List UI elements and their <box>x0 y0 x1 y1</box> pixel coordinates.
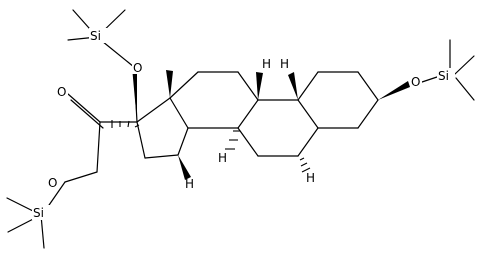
wedge-bond <box>178 155 191 180</box>
bond <box>144 154 179 159</box>
atom-label: O <box>48 176 57 190</box>
atom-label: H <box>185 177 194 191</box>
atom-label: Si <box>90 29 101 43</box>
bond <box>297 71 319 101</box>
bond <box>136 121 146 159</box>
bond <box>454 55 475 75</box>
atom-label: Si <box>33 206 44 220</box>
atom-label: O <box>57 85 66 99</box>
atom-label: O <box>411 75 420 89</box>
hash-bond <box>127 120 130 128</box>
wedge-bond <box>288 72 298 100</box>
bond <box>297 99 319 129</box>
bond <box>46 181 66 209</box>
bond <box>136 97 171 123</box>
bond <box>169 71 199 99</box>
atom-label: H <box>262 57 271 71</box>
bond-lines <box>6 9 475 249</box>
wedge-bond <box>166 70 173 98</box>
wedge-bond <box>256 72 263 100</box>
wedge-bond <box>132 67 137 122</box>
wedge-bond <box>378 81 410 100</box>
atom-label: O <box>133 61 142 75</box>
bond <box>40 214 45 249</box>
bond <box>237 127 259 157</box>
bond <box>237 71 259 101</box>
bond <box>177 127 189 156</box>
bond <box>237 99 259 129</box>
atom-label: H <box>218 151 227 165</box>
bond <box>64 171 98 183</box>
wedge-bonds <box>132 67 410 180</box>
bond <box>357 99 379 129</box>
atom-labels: Si O O O Si O Si H H H H H <box>32 28 455 220</box>
atom-label: Si <box>438 69 449 83</box>
bond <box>70 99 104 129</box>
bond <box>67 93 101 123</box>
bond <box>96 121 101 173</box>
hash-bond <box>301 167 311 173</box>
bond <box>297 127 319 157</box>
bond <box>357 71 379 101</box>
bond <box>169 97 189 129</box>
atom-label: H <box>306 171 315 185</box>
hash-bond <box>300 162 308 167</box>
hashed-bonds <box>111 120 311 173</box>
atom-label: H <box>280 57 289 71</box>
hash-bond <box>299 157 305 161</box>
bond <box>455 77 475 101</box>
hash-bond <box>134 124 140 128</box>
